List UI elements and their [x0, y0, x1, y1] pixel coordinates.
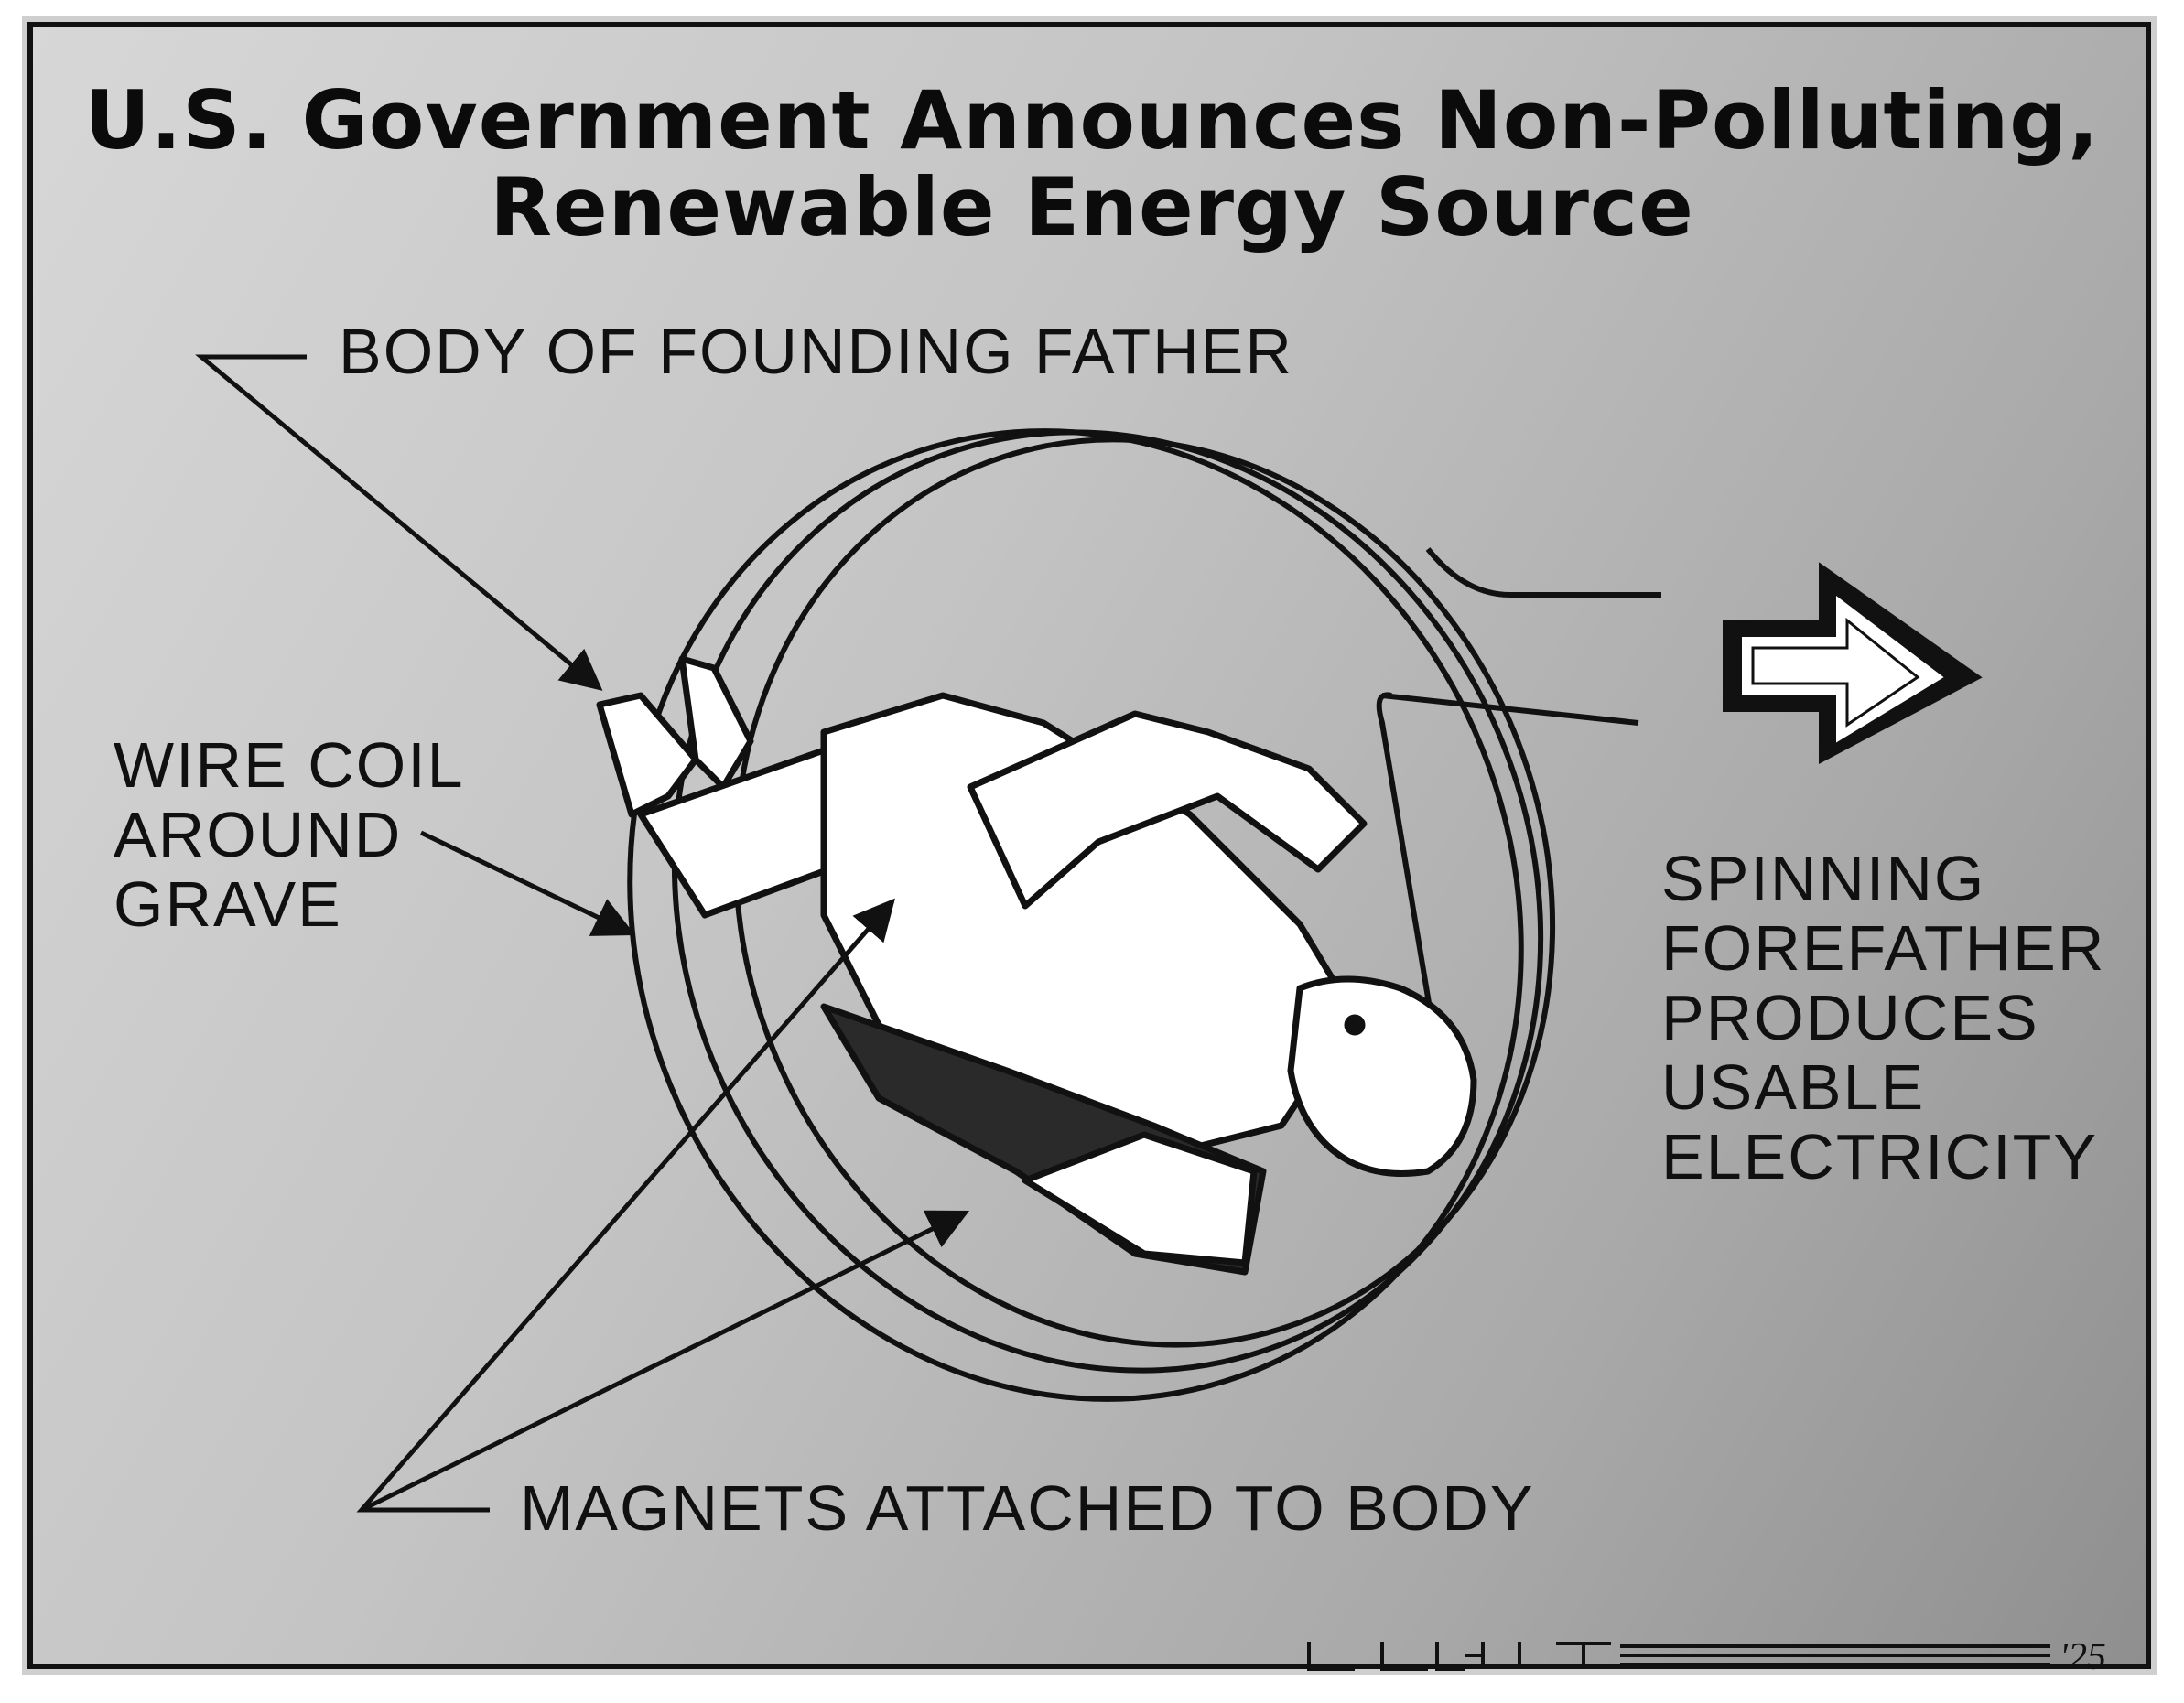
- output-arrow: [1723, 562, 1983, 764]
- label-magnets-attached: MAGNETS ATTACHED TO BODY: [520, 1472, 1535, 1544]
- arrow-body: [195, 354, 603, 691]
- arrow-coil: [419, 830, 636, 936]
- output-wire-top: [1425, 547, 1661, 598]
- label-spinning-forefather: SPINNING FOREFATHER PRODUCES USABLE ELEC…: [1661, 844, 2105, 1191]
- artist-signature: '25: [1307, 1636, 2105, 1678]
- label-spin-line: USABLE: [1661, 1051, 1926, 1123]
- output-wire-bottom: [1381, 693, 1639, 726]
- label-coil-line: AROUND: [114, 799, 403, 870]
- headline-line-2: Renewable Energy Source: [490, 160, 1694, 254]
- figure-cuff: [1022, 1131, 1258, 1266]
- label-spin-line: SPINNING: [1661, 843, 1986, 914]
- headline-line-1: U.S. Government Announces Non-Polluting,: [84, 73, 2100, 167]
- coil-loop-2: [671, 429, 1544, 1374]
- coil-loop-3: [732, 437, 1556, 1348]
- label-spin-line: FOREFATHER: [1661, 912, 2106, 984]
- figure-coat-tail-top: [967, 710, 1368, 910]
- pointer-arrows: [195, 354, 970, 1513]
- wire-coil: [627, 428, 1661, 1402]
- label-wire-coil: WIRE COIL AROUND GRAVE: [114, 730, 465, 939]
- arrow-magnet-1: [356, 898, 895, 1513]
- figure-foot-2: [678, 655, 754, 791]
- signature-year: '25: [2060, 1636, 2105, 1678]
- founding-father-figure: [596, 655, 1477, 1276]
- label-coil-line: WIRE COIL: [114, 729, 465, 801]
- label-spin-line: PRODUCES: [1661, 982, 2039, 1053]
- figure-foot-1: [596, 692, 699, 818]
- coil-loop-1: [627, 428, 1524, 1402]
- label-coil-line: GRAVE: [114, 868, 342, 940]
- figure-eye: [1344, 1014, 1366, 1036]
- figure-head: [1287, 975, 1477, 1177]
- arrow-magnet-2: [360, 1210, 970, 1513]
- label-body-of-founding-father: BODY OF FOUNDING FATHER: [339, 316, 1293, 387]
- label-spin-line: ELECTRICITY: [1661, 1121, 2099, 1192]
